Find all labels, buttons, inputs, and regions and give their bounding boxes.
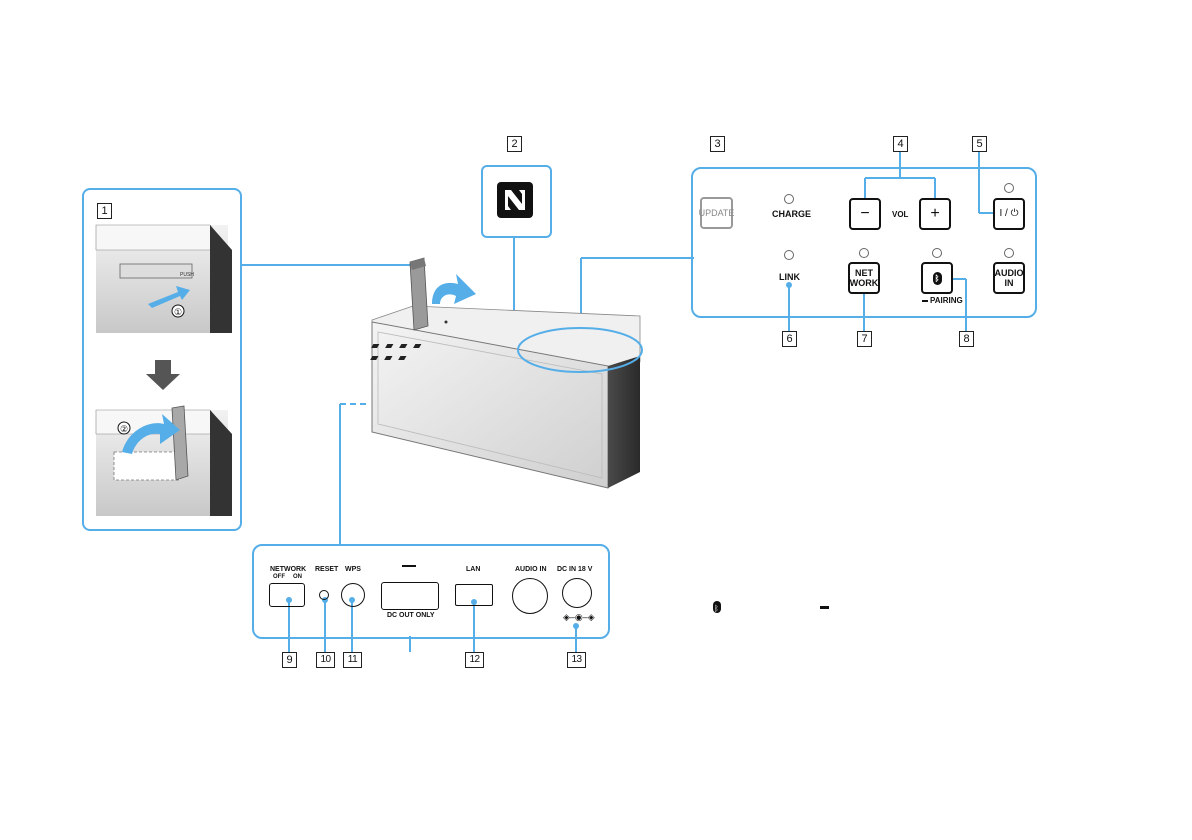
power-indicator bbox=[1004, 183, 1014, 193]
wps-label: WPS bbox=[345, 566, 361, 573]
top-control-panel bbox=[691, 167, 1037, 318]
bluetooth-pairing-button[interactable]: ᛒ bbox=[921, 262, 953, 294]
audio-in-button[interactable]: AUDIO IN bbox=[993, 262, 1025, 294]
update-button[interactable]: UPDATE bbox=[700, 197, 733, 229]
audio-in-jack-label: AUDIO IN bbox=[515, 566, 547, 573]
usb-port[interactable] bbox=[381, 582, 439, 610]
dc-in-label: DC IN 18 V bbox=[557, 566, 592, 573]
dc-in-jack[interactable] bbox=[562, 578, 592, 608]
callout-3: 3 bbox=[710, 136, 725, 152]
network-label-line1: NET bbox=[855, 268, 873, 278]
network-switch-label: NETWORK bbox=[270, 566, 306, 573]
svg-text:ᛒ: ᛒ bbox=[714, 604, 719, 613]
vol-label: VOL bbox=[892, 210, 908, 219]
antenna-panel bbox=[82, 188, 242, 531]
reset-button[interactable] bbox=[319, 590, 329, 600]
callout-7: 7 bbox=[857, 331, 872, 347]
callout-12: 12 bbox=[465, 652, 484, 668]
volume-up-button[interactable]: + bbox=[919, 198, 951, 230]
bluetooth-indicator bbox=[932, 248, 942, 258]
curved-arrow-icon bbox=[432, 274, 476, 304]
callout-10: 10 bbox=[316, 652, 335, 668]
audio-in-jack[interactable] bbox=[512, 578, 548, 614]
callout-4: 4 bbox=[893, 136, 908, 152]
audio-in-indicator bbox=[1004, 248, 1014, 258]
nfc-panel bbox=[481, 165, 552, 238]
network-off-label: OFF bbox=[273, 574, 285, 580]
dc-out-label: DC OUT ONLY bbox=[387, 612, 435, 619]
network-on-label: ON bbox=[293, 574, 302, 580]
network-switch[interactable] bbox=[269, 583, 305, 607]
callout-9: 9 bbox=[282, 652, 297, 668]
audio-in-line1: AUDIO bbox=[995, 268, 1024, 278]
reset-label: RESET bbox=[315, 566, 338, 573]
link-indicator bbox=[784, 250, 794, 260]
speaker-illustration bbox=[370, 258, 642, 488]
callout-5: 5 bbox=[972, 136, 987, 152]
polarity-icon: ◈–◉–◈ bbox=[563, 612, 595, 623]
stray-symbols: ᛒ bbox=[713, 601, 829, 613]
network-indicator bbox=[859, 248, 869, 258]
charge-label: CHARGE bbox=[772, 209, 811, 219]
callout-1: 1 bbox=[97, 203, 112, 219]
volume-down-button[interactable]: − bbox=[849, 198, 881, 230]
callout-13: 13 bbox=[567, 652, 586, 668]
pairing-label: PAIRING bbox=[922, 296, 963, 305]
bluetooth-icon: ᛒ bbox=[933, 272, 942, 285]
usb-icon bbox=[402, 565, 416, 574]
charge-indicator bbox=[784, 194, 794, 204]
lan-port[interactable] bbox=[455, 584, 493, 606]
wps-button[interactable] bbox=[341, 583, 365, 607]
pairing-dash bbox=[922, 300, 928, 302]
network-label-line2: WORK bbox=[850, 278, 879, 288]
lan-label: LAN bbox=[466, 566, 480, 573]
callout-8: 8 bbox=[959, 331, 974, 347]
audio-in-line2: IN bbox=[1005, 278, 1014, 288]
callout-11: 11 bbox=[343, 652, 362, 668]
callout-2: 2 bbox=[507, 136, 522, 152]
callout-6: 6 bbox=[782, 331, 797, 347]
link-label: LINK bbox=[779, 272, 800, 282]
power-button[interactable]: I / ⏻ bbox=[993, 198, 1025, 230]
pairing-text: PAIRING bbox=[930, 296, 963, 305]
network-button[interactable]: NET WORK bbox=[848, 262, 880, 294]
